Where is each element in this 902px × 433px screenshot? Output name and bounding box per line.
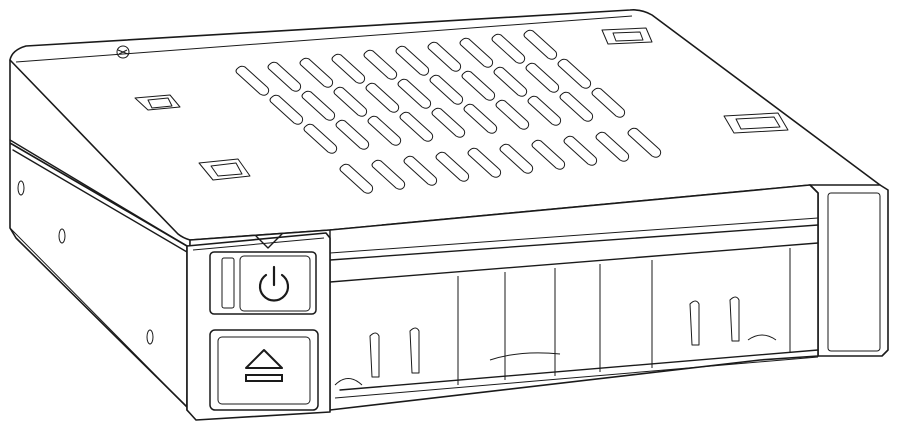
- vent-slot: [431, 107, 466, 138]
- vent-slot: [467, 147, 502, 178]
- vent-slot: [235, 65, 270, 96]
- vent-slot: [331, 53, 366, 84]
- side-screw-hole: [58, 228, 66, 244]
- vent-slot: [627, 127, 662, 158]
- vent-slot: [403, 155, 438, 186]
- side-screw-hole: [146, 329, 154, 345]
- vent-slot: [299, 57, 334, 88]
- vent-slot: [557, 58, 592, 89]
- vent-slot: [395, 45, 430, 76]
- vent-slot: [459, 37, 494, 68]
- vent-slot: [493, 66, 528, 97]
- vent-slot: [595, 131, 630, 162]
- vent-slot: [397, 78, 432, 109]
- right-end-cap: [809, 184, 889, 357]
- vent-slot: [563, 135, 598, 166]
- vent-slot: [463, 103, 498, 134]
- mounting-tab: [723, 112, 789, 134]
- vent-slot: [335, 119, 370, 150]
- top-cover: [9, 9, 883, 241]
- vent-slot: [371, 159, 406, 190]
- mounting-tab: [198, 158, 251, 181]
- power-button[interactable]: [209, 251, 317, 315]
- vent-slot: [367, 115, 402, 146]
- vent-slot: [301, 90, 336, 121]
- vent-slots: [235, 29, 662, 194]
- mounting-tab: [601, 27, 653, 45]
- eject-icon: [245, 349, 283, 382]
- vent-slot: [527, 95, 562, 126]
- vent-slot: [267, 61, 302, 92]
- vent-slot: [531, 139, 566, 170]
- vent-slot: [523, 29, 558, 60]
- vent-slot: [461, 70, 496, 101]
- vent-slot: [303, 123, 338, 154]
- vent-slot: [365, 82, 400, 113]
- mounting-tab: [134, 94, 181, 111]
- power-icon: [258, 265, 290, 302]
- vent-slot: [269, 94, 304, 125]
- vent-slot: [427, 41, 462, 72]
- vent-slot: [363, 49, 398, 80]
- vent-slot: [525, 62, 560, 93]
- vent-slot: [399, 111, 434, 142]
- vent-slot: [495, 99, 530, 130]
- vent-slot: [491, 33, 526, 64]
- eject-button[interactable]: [209, 329, 319, 411]
- front-bay: [186, 184, 819, 419]
- vent-slot: [333, 86, 368, 117]
- vent-slot: [591, 87, 626, 118]
- vent-slot: [339, 163, 374, 194]
- vent-slot: [429, 74, 464, 105]
- vent-slot: [435, 151, 470, 182]
- vent-slot: [499, 143, 534, 174]
- vent-slot: [559, 91, 594, 122]
- side-screw-hole: [17, 180, 25, 196]
- top-screw: [116, 45, 130, 59]
- indicator-triangle: [255, 233, 283, 249]
